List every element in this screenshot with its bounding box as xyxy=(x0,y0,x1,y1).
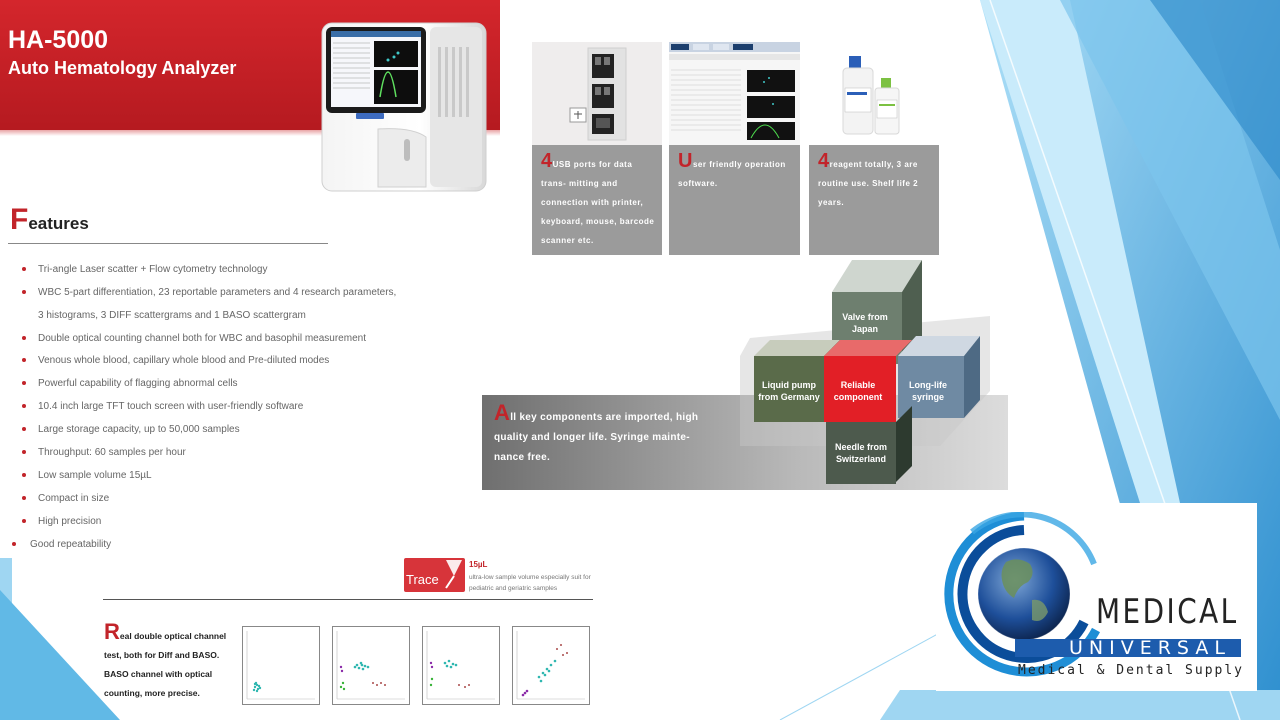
reagent-bottles-image xyxy=(809,42,939,145)
feature-item: Low sample volume 15µL xyxy=(22,470,152,481)
features-underline xyxy=(8,243,328,244)
scattergram-plot-icon xyxy=(516,631,585,700)
bullet-dot xyxy=(22,450,26,454)
feature-item: Venous whole blood, capillary whole bloo… xyxy=(22,355,329,366)
feature-item: Compact in size xyxy=(22,493,109,504)
bullet-dot xyxy=(22,336,26,340)
components-text: All key components are imported, high qu… xyxy=(494,400,699,464)
bullet-dot xyxy=(22,381,26,385)
reagent-text: 4reagent totally, 3 are routine use. She… xyxy=(818,150,919,207)
feature-item: Double optical counting channel both for… xyxy=(22,333,366,344)
syringe-label: Long-life syringe xyxy=(909,380,947,402)
scattergram-2 xyxy=(332,626,410,705)
bullet-dot xyxy=(22,267,26,271)
feature-item: Powerful capability of flagging abnormal… xyxy=(22,378,238,389)
logo-universal-text: UNIVERSAL xyxy=(1069,637,1231,659)
software-screen-icon xyxy=(669,42,800,145)
valve-label: Valve from Japan xyxy=(842,312,888,334)
reagent-card: 4reagent totally, 3 are routine use. She… xyxy=(809,42,939,255)
bullet-dot xyxy=(22,404,26,408)
feature-item: Throughput: 60 samples per hour xyxy=(22,447,186,458)
usb-ports-image xyxy=(532,42,662,145)
usb-port-panel-icon xyxy=(532,42,662,145)
scattergram-1 xyxy=(242,626,320,705)
trace-logo xyxy=(404,558,465,592)
pipette-icon xyxy=(445,560,462,589)
bullet-dot xyxy=(22,358,26,362)
feature-item: Large storage capacity, up to 50,000 sam… xyxy=(22,424,240,435)
bullet-dot xyxy=(12,542,16,546)
logo-blue-bar xyxy=(1015,639,1241,657)
model-title: HA-5000 xyxy=(8,26,109,54)
features-heading-rest: eatures xyxy=(28,214,89,233)
feature-item: WBC 5-part differentiation, 23 reportabl… xyxy=(22,287,396,298)
scattergram-plot-icon xyxy=(246,631,315,700)
scattergram-3 xyxy=(422,626,500,705)
components-cube-diagram xyxy=(740,260,990,484)
feature-item: 10.4 inch large TFT touch screen with us… xyxy=(22,401,303,412)
bullet-dot xyxy=(22,519,26,523)
usb-ports-text: 4USB ports for data trans- mitting and c… xyxy=(541,150,655,245)
logo-tagline: Medical & Dental Supply xyxy=(1018,663,1245,678)
header-fade xyxy=(0,130,500,136)
scattergram-4 xyxy=(512,626,590,705)
bullet-dot xyxy=(22,496,26,500)
features-initial: F xyxy=(10,203,29,236)
features-heading: Features xyxy=(10,203,89,237)
product-subtitle: Auto Hematology Analyzer xyxy=(8,58,237,78)
feature-item-continued: 3 histograms, 3 DIFF scattergrams and 1 … xyxy=(38,310,306,321)
bullet-dot xyxy=(22,290,26,294)
needle-label: Needle from Switzerland xyxy=(834,442,887,464)
feature-item: Tri-angle Laser scatter + Flow cytometry… xyxy=(22,264,267,275)
trace-label: Trace xyxy=(406,572,439,587)
scattergram-plot-icon xyxy=(426,631,495,700)
section-divider xyxy=(103,599,593,600)
reliable-label: Reliable component xyxy=(833,380,883,402)
optical-channel-text: Real double optical channel test, both f… xyxy=(104,619,227,699)
usb-ports-card: 4USB ports for data trans- mitting and c… xyxy=(532,42,662,255)
scattergram-plot-icon xyxy=(336,631,405,700)
feature-item: High precision xyxy=(22,516,101,527)
trace-volume: 15µL xyxy=(469,560,488,569)
bullet-dot xyxy=(22,427,26,431)
feature-item: Good repeatability xyxy=(12,539,111,550)
software-card: User friendly operation software. xyxy=(669,42,800,255)
pump-label: Liquid pump from Germany xyxy=(758,380,820,402)
software-screenshot-image xyxy=(669,42,800,145)
bullet-dot xyxy=(22,473,26,477)
reagent-bottle-icon xyxy=(809,42,939,145)
trace-description: ultra-low sample volume especially suit … xyxy=(469,574,591,592)
software-text: User friendly operation software. xyxy=(678,150,786,188)
analyzer-machine-image xyxy=(321,22,487,192)
logo-medical-text: MEDICAL xyxy=(1096,592,1239,632)
